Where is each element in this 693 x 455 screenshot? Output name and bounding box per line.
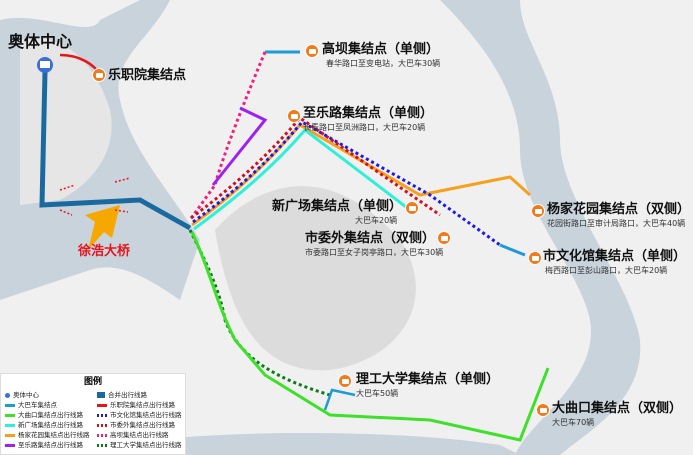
map-title: 奥体中心	[8, 32, 73, 51]
bus-icon[interactable]	[287, 109, 301, 123]
river-right	[440, 0, 641, 455]
legend-item: 杨家花园集结点出行线路	[5, 431, 90, 439]
bus-icon[interactable]	[92, 68, 106, 82]
legend-item: 高坝集结点出行线路	[97, 431, 169, 439]
point-ligong-sub: 大巴车50辆	[356, 389, 399, 398]
legend-item: 乐职院集结点出行线路	[97, 401, 175, 409]
point-gaoba-sub: 春华路口至变电站，大巴车30辆	[326, 59, 441, 68]
legend-item: 大巴车集结点	[5, 401, 57, 409]
point-shiwei[interactable]: 市委外集结点（双侧）	[305, 231, 436, 246]
legend-item: 新广场集结点出行线路	[5, 421, 83, 429]
river-bottom	[120, 433, 520, 455]
point-wenhuaguan[interactable]: 市文化馆集结点（单侧）	[543, 249, 687, 264]
bus-icon[interactable]	[405, 201, 419, 215]
route-gaoba	[188, 51, 267, 221]
bus-icon[interactable]	[305, 44, 319, 58]
point-lezhiyuan[interactable]: 乐职院集结点	[108, 68, 187, 83]
legend-item: 市文化馆集结点出行线路	[97, 411, 182, 419]
point-zhilelu-sub: 长青路口至凤洲路口，大巴车20辆	[303, 123, 426, 132]
legend-title: 图例	[83, 377, 102, 387]
point-shiwei-sub: 市委路口至女子岗亭路口，大巴车30辆	[305, 248, 444, 257]
route-zhilelu	[211, 106, 268, 186]
bus-icon[interactable]	[437, 231, 451, 245]
bus-icon[interactable]	[338, 374, 352, 388]
point-yangjia[interactable]: 杨家花园集结点（双侧）	[547, 202, 691, 217]
legend: 图例 奥体中心 大巴车集结点 大曲口集结点出行线路 新广场集结点出行线路 杨家花…	[0, 373, 186, 455]
route-merged	[39, 71, 192, 231]
route-wenhuaguan-stub	[499, 243, 526, 257]
point-yangjia-sub: 花园街路口至审计局路口，大巴车40辆	[547, 219, 686, 228]
point-daqukou[interactable]: 大曲口集结点（双侧）	[552, 401, 683, 416]
point-wenhuaguan-sub: 梅西路口至彭山路口，大巴车20辆	[545, 266, 668, 275]
stadium-icon-glyph	[40, 61, 50, 68]
bus-icon[interactable]	[528, 251, 542, 265]
legend-item: 市委外集结点出行线路	[97, 421, 175, 429]
bus-icon[interactable]	[536, 403, 550, 417]
legend-item: 大曲口集结点出行线路	[5, 411, 83, 419]
point-zhilelu[interactable]: 至乐路集结点（单侧）	[303, 106, 434, 121]
route-shiwei	[190, 115, 441, 220]
point-daqukou-sub: 大巴车70辆	[552, 418, 595, 427]
route-ligong-stub	[323, 388, 356, 411]
legend-item: 合并出行线路	[97, 391, 147, 399]
legend-item: 理工大学集结点出行线路	[97, 441, 182, 449]
legend-item: 至乐路集结点出行线路	[5, 441, 83, 449]
route-xinguangchang	[193, 127, 411, 231]
point-xinguangchang[interactable]: 新广场集结点（单侧）	[272, 199, 403, 214]
route-daqukou	[190, 231, 550, 442]
point-gaoba[interactable]: 高坝集结点（单侧）	[322, 42, 440, 57]
bridge-label: 徐浩大桥	[78, 244, 131, 259]
legend-item: 奥体中心	[5, 391, 39, 399]
bridge-arrow-icon	[85, 205, 120, 250]
point-xinguangchang-sub: 大巴车20辆	[355, 216, 398, 225]
park-area	[215, 186, 416, 371]
point-ligong[interactable]: 理工大学集结点（单侧）	[356, 372, 500, 387]
bus-icon[interactable]	[531, 204, 545, 218]
